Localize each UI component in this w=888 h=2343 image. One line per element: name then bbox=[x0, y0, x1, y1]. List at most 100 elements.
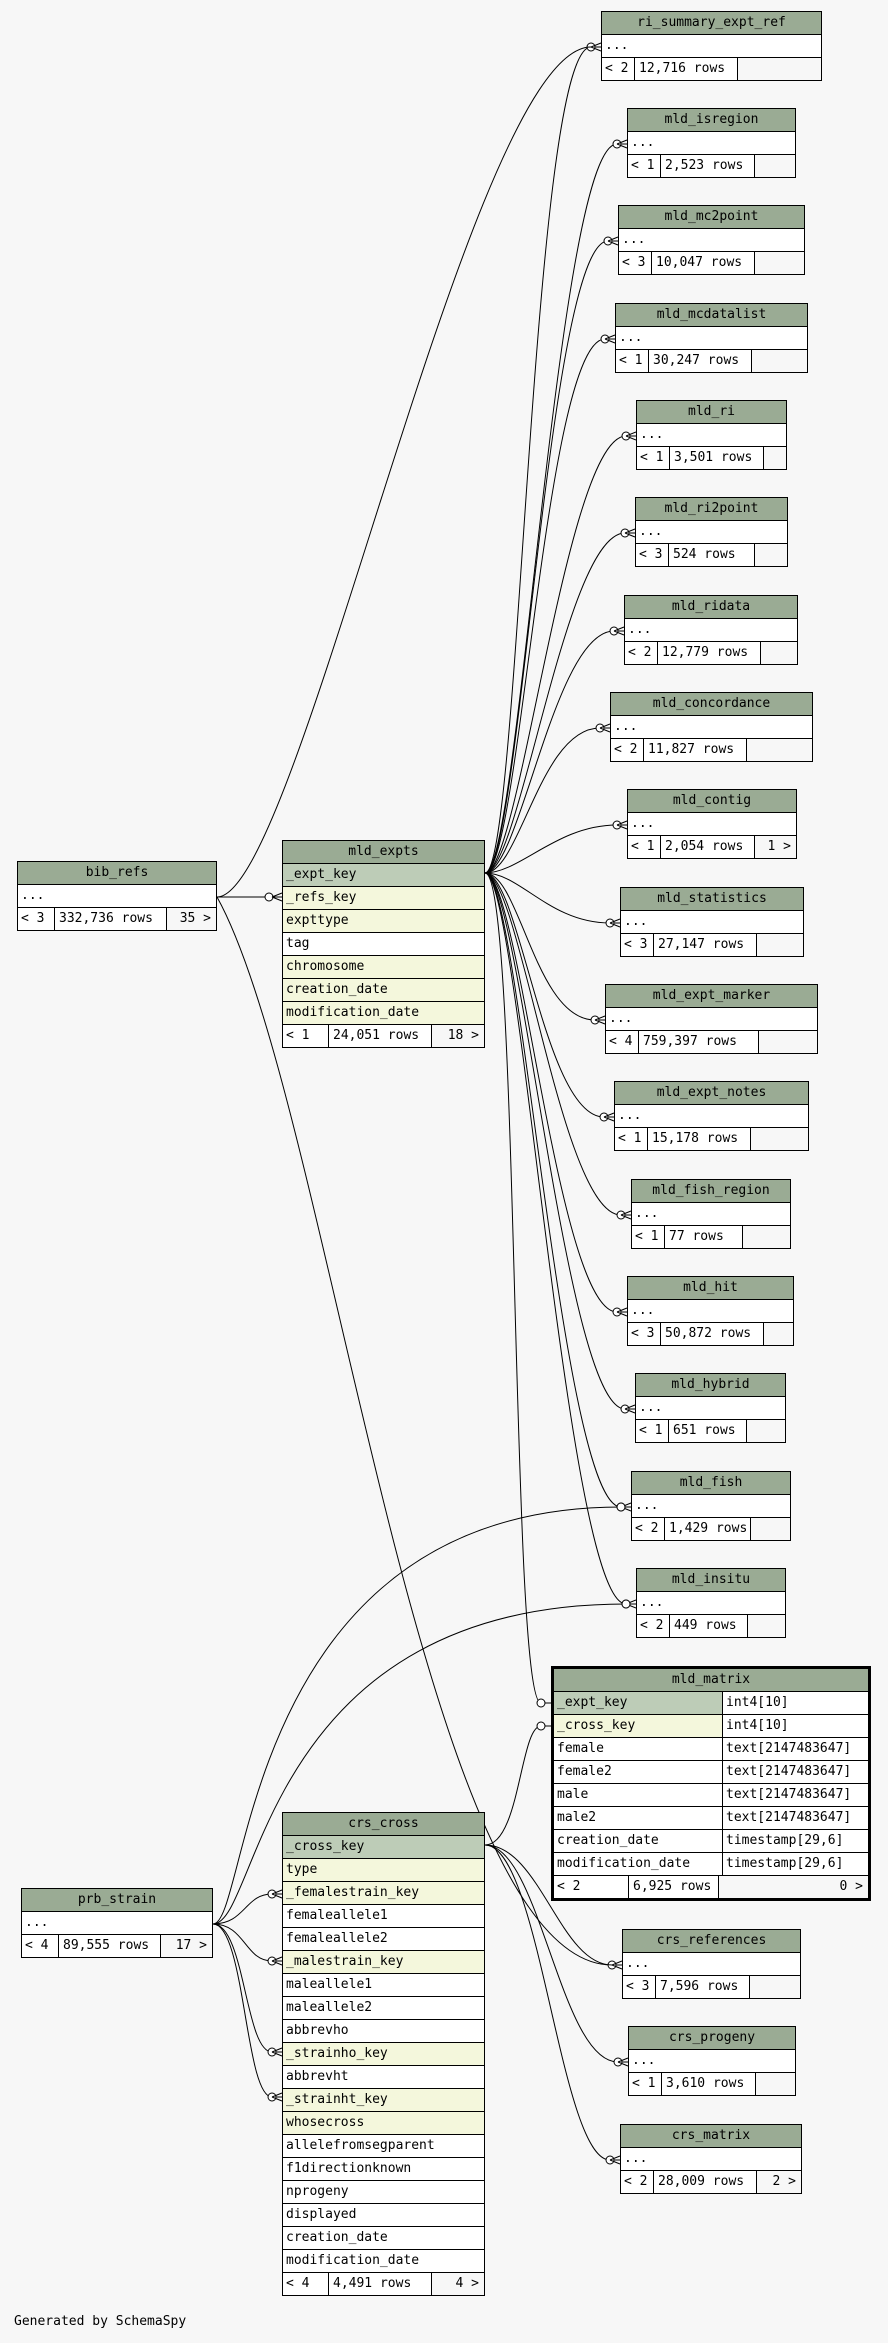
table-title[interactable]: mld_hit bbox=[628, 1277, 793, 1300]
parents-link[interactable]: < 2 bbox=[611, 739, 644, 761]
parents-link[interactable]: < 2 bbox=[554, 1876, 629, 1898]
table-title[interactable]: ri_summary_expt_ref bbox=[602, 12, 821, 35]
parents-link[interactable]: < 1 bbox=[616, 350, 649, 372]
children-link[interactable]: 2 > bbox=[772, 2174, 796, 2189]
parents-link[interactable]: < 4 bbox=[606, 1031, 639, 1053]
table-title[interactable]: mld_contig bbox=[628, 790, 796, 813]
parents-link[interactable]: < 3 bbox=[623, 1976, 656, 1998]
parents-link[interactable]: < 2 bbox=[632, 1518, 665, 1540]
table-title[interactable]: mld_statistics bbox=[621, 888, 803, 911]
parents-link[interactable]: < 4 bbox=[22, 1935, 59, 1957]
table-title[interactable]: bib_refs bbox=[18, 862, 216, 885]
table-title[interactable]: mld_ri bbox=[637, 401, 786, 424]
parents-link[interactable]: < 1 bbox=[615, 1128, 648, 1150]
table-title[interactable]: mld_matrix bbox=[554, 1669, 868, 1692]
table-title[interactable]: mld_fish bbox=[632, 1472, 790, 1495]
parents-link[interactable]: < 3 bbox=[621, 934, 654, 956]
parents-link[interactable]: < 1 bbox=[632, 1226, 665, 1248]
parents-link[interactable]: < 1 bbox=[637, 447, 670, 469]
table-title[interactable]: mld_expts bbox=[283, 841, 484, 864]
parents-link[interactable]: < 2 bbox=[637, 1615, 670, 1637]
parents-link[interactable]: < 1 bbox=[283, 1025, 329, 1047]
children-link[interactable] bbox=[761, 642, 797, 664]
parents-link[interactable]: < 3 bbox=[636, 544, 669, 566]
children-link[interactable] bbox=[738, 58, 821, 80]
children-link[interactable] bbox=[750, 1976, 800, 1998]
parents-link[interactable]: < 3 bbox=[628, 1323, 661, 1345]
table-title[interactable]: prb_strain bbox=[22, 1889, 212, 1912]
parents-link[interactable]: < 2 bbox=[602, 58, 635, 80]
table-title[interactable]: crs_matrix bbox=[621, 2125, 801, 2148]
table-title[interactable]: mld_ridata bbox=[625, 596, 797, 619]
table-title[interactable]: mld_concordance bbox=[611, 693, 812, 716]
parents-link[interactable]: < 1 bbox=[636, 1420, 669, 1442]
parents-link[interactable]: < 2 bbox=[621, 2171, 654, 2193]
table-title[interactable]: mld_mcdatalist bbox=[616, 304, 807, 327]
children-link[interactable] bbox=[751, 1128, 808, 1150]
table-title[interactable]: mld_mc2point bbox=[619, 206, 804, 229]
children-link[interactable] bbox=[764, 447, 786, 469]
children-link[interactable] bbox=[751, 1518, 790, 1540]
table-title[interactable]: mld_isregion bbox=[628, 109, 795, 132]
children-link[interactable] bbox=[755, 544, 787, 566]
parents-link[interactable]: < 4 bbox=[283, 2273, 329, 2295]
table-title[interactable]: crs_cross bbox=[283, 1813, 484, 1836]
table-title[interactable]: crs_references bbox=[623, 1930, 800, 1953]
children-link[interactable]: 35 > bbox=[179, 911, 211, 926]
table-title[interactable]: mld_expt_notes bbox=[615, 1082, 808, 1105]
table-title[interactable]: mld_hybrid bbox=[636, 1374, 785, 1397]
children-link[interactable]: 18 > bbox=[447, 1028, 479, 1043]
children-link[interactable]: 1 > bbox=[767, 839, 791, 854]
children-link[interactable] bbox=[747, 1420, 785, 1442]
children-link[interactable] bbox=[752, 350, 807, 372]
table-title[interactable]: mld_fish_region bbox=[632, 1180, 790, 1203]
table-title[interactable]: mld_insitu bbox=[637, 1569, 785, 1592]
table-title[interactable]: mld_expt_marker bbox=[606, 985, 817, 1008]
parents-link[interactable]: < 1 bbox=[629, 2073, 662, 2095]
children-link[interactable] bbox=[755, 155, 795, 177]
children-link[interactable] bbox=[764, 1323, 793, 1345]
parents-link[interactable]: < 3 bbox=[18, 908, 55, 930]
parents-link[interactable]: < 1 bbox=[628, 836, 661, 858]
parents-link[interactable]: < 2 bbox=[625, 642, 658, 664]
children-link[interactable] bbox=[755, 252, 804, 274]
table-title[interactable]: crs_progeny bbox=[629, 2027, 795, 2050]
children-link[interactable] bbox=[757, 934, 803, 956]
children-link[interactable] bbox=[743, 1226, 790, 1248]
children-link[interactable] bbox=[756, 2073, 795, 2095]
children-link[interactable]: 17 > bbox=[175, 1938, 207, 1953]
children-link[interactable] bbox=[747, 739, 812, 761]
children-link[interactable]: 0 > bbox=[839, 1879, 863, 1894]
children-link[interactable]: 4 > bbox=[455, 2276, 479, 2291]
children-link[interactable] bbox=[759, 1031, 817, 1053]
children-link[interactable] bbox=[748, 1615, 785, 1637]
parents-link[interactable]: < 3 bbox=[619, 252, 652, 274]
table-title[interactable]: mld_ri2point bbox=[636, 498, 787, 521]
parents-link[interactable]: < 1 bbox=[628, 155, 661, 177]
